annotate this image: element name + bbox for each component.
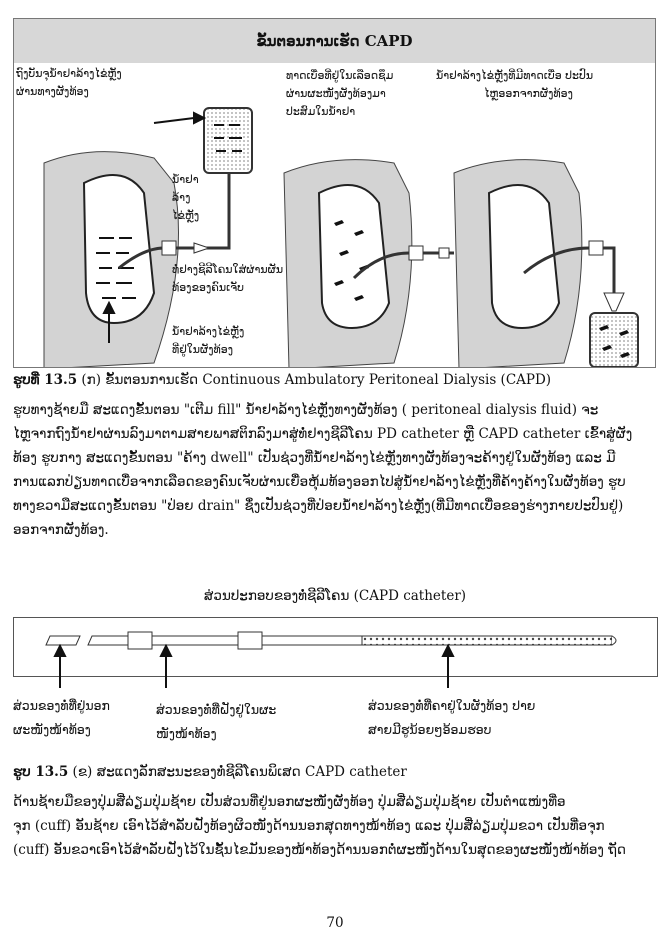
- paragraph-line: ຈຸກ (cuff) ອັນຊ້າຍ ເອົາໄວ້ສຳລັບຝັງທ້ອງຜິ…: [13, 818, 605, 834]
- figure2-arrows: [53, 643, 455, 688]
- abdomen-middle: [317, 184, 391, 330]
- catheter-external-tip: [45, 635, 81, 646]
- label-dialysis-fluid: ນ້ຳຢາ ລ້າງ ໄຂ່ຫຼັງ: [172, 171, 199, 225]
- figure-catheter-parts: [13, 617, 658, 677]
- connector-middle: [408, 245, 424, 261]
- tube-left: [219, 173, 231, 250]
- label-waste-diffusion: ທາດເບື່ອທີ່ຢູ່ໃນເລືອດຊຶມ ຜ່ານຜະໜັງຜັງທ້ອ…: [286, 67, 393, 121]
- connector-left: [161, 240, 177, 256]
- paragraph-line: ໄຫຼຈາກຖົງນ້ຳຢາຜ່ານລົງມາຕາມສາຍພາສຕິກລົງມາ…: [13, 426, 633, 442]
- caption-number: ຮູບທີ່ 13.5: [13, 372, 78, 388]
- paragraph-line: ທາງຂວາມືສະແດງຂັ້ນຕອນ "ປ່ອຍ drain" ຊຶ່ງເປ…: [13, 498, 624, 514]
- paragraph-catheter-description: ດ້ານຊ້າຍມືຂອງປຸ່ມສີ່ລ່ຽມປຸ່ມຊ້າຍ ເປັນສ່ວ…: [13, 790, 659, 862]
- caption-text: (ກ) ຂັ້ນຕອນການເຮັດ Continuous Ambulatory…: [81, 372, 552, 388]
- caption-text: (ຂ) ສະແດງລັກສະນະຂອງທໍ່ຊີລີໂຄນພິເສດ CAPD …: [72, 764, 407, 780]
- label-internal-part: ສ່ວນຂອງທໍ່ທີ່ຄາຢູ່ໃນຜັງທ້ອງ ປາຍ ສາຍມີຮູນ…: [368, 694, 535, 742]
- label-line: ຜ່ານຜະໜັງຜັງທ້ອງມາ: [286, 87, 386, 100]
- arrow-to-bag: [153, 117, 195, 124]
- label-line: ສ່ວນຂອງທໍ່ທີ່ຄາຢູ່ໃນຜັງທ້ອງ ປາຍ: [368, 698, 536, 713]
- page-number: 70: [326, 915, 344, 931]
- paragraph-line: (cuff) ອັນຂວາເອົາໄວ້ສຳລັບຝັງໄວ້ໃນຊັ້ນໄຂມ…: [13, 842, 626, 858]
- label-fluid-bag: ຖົງບັນຈຸນ້ຳຢາລ້າງໄຂ່ຫຼັງ ຜ່ານທາງຜັງທ້ອງ: [16, 65, 122, 101]
- abdomen-left: [82, 174, 156, 325]
- paragraph-line: ອອກຈາກຜັງທ້ອງ.: [13, 522, 109, 538]
- label-line: ໜັງໜ້າທ້ອງ: [156, 726, 217, 741]
- figure-caption-b: ຮູບ 13.5 (ຂ) ສະແດງລັກສະນະຂອງທໍ່ຊີລີໂຄນພິ…: [13, 764, 407, 780]
- paragraph-line: ຮູບທາງຊ້າຍມື ສະແດງຂັ້ນຕອນ "ເຕີມ fill" ນ້…: [13, 402, 599, 418]
- label-line: ໄຫຼອອກຈາກຜັງທ້ອງ: [484, 87, 573, 100]
- label-line: ຜະໜັງໜ້າທ້ອງ: [13, 722, 91, 737]
- paragraph-capd-description: ຮູບທາງຊ້າຍມື ສະແດງຂັ້ນຕອນ "ເຕີມ fill" ນ້…: [13, 398, 659, 542]
- label-line: ປະສົມໃນນ້ຳຢາ: [286, 105, 356, 118]
- label-line: ຖົງບັນຈຸນ້ຳຢາລ້າງໄຂ່ຫຼັງ: [16, 67, 122, 80]
- figure-illustration: ຖົງບັນຈຸນ້ຳຢາລ້າງໄຂ່ຫຼັງ ຜ່ານທາງຜັງທ້ອງ …: [14, 63, 655, 367]
- figure2-title: ສ່ວນປະກອບຂອງທໍ່ຊີລີໂຄນ (CAPD catheter): [203, 588, 467, 604]
- label-embedded-part: ສ່ວນຂອງທໍ່ທີ່ຝັງຢູ່ໃນຜະ ໜັງໜ້າທ້ອງ: [156, 698, 276, 746]
- figure-title: ຂັ້ນຕອນການເຮັດ CAPD: [14, 19, 655, 64]
- label-line: ສາຍມີຮູນ້ອຍໆອ້ອມຮອບ: [368, 722, 492, 737]
- abdomen-right: [487, 184, 561, 330]
- label-line: ຜ່ານທາງຜັງທ້ອງ: [16, 85, 89, 98]
- label-line: ນ້ຳຢາລ້າງໄຂ່ຫຼັງທີ່ມີທາດເບື່ອ ປະປົນ: [436, 69, 594, 82]
- label-line: ທີ່ຢູ່ໃນຜັງທ້ອງ: [172, 343, 234, 356]
- figure-capd-steps: ຂັ້ນຕອນການເຮັດ CAPD: [13, 18, 656, 368]
- label-silicone-tube: ທໍ່ຢາງຊີລີໂຄນໃສ່ຜ່ານຜັນ ທ້ອງຂອງຄົນເຈັບ: [172, 261, 283, 297]
- fluid-bag: [203, 107, 253, 174]
- label-line: ທາດເບື່ອທີ່ຢູ່ໃນເລືອດຊຶມ: [286, 69, 394, 82]
- label-drain-fluid: ນ້ຳຢາລ້າງໄຂ່ຫຼັງທີ່ມີທາດເບື່ອ ປະປົນ ໄຫຼອ…: [436, 67, 593, 103]
- figure-caption-a: ຮູບທີ່ 13.5 (ກ) ຂັ້ນຕອນການເຮັດ Continuou…: [13, 372, 551, 388]
- paragraph-line: ທ້ອງ ຮູບກາງ ສະແດງຂັ້ນຕອນ "ຄ້າງ dwell" ເປ…: [13, 450, 616, 466]
- paragraph-line: ດ້ານຊ້າຍມືຂອງປຸ່ມສີ່ລ່ຽມປຸ່ມຊ້າຍ ເປັນສ່ວ…: [13, 794, 566, 810]
- label-line: ໄຂ່ຫຼັງ: [172, 209, 200, 222]
- label-external-part: ສ່ວນຂອງທໍ່ທີ່ຢູ່ນອກ ຜະໜັງໜ້າທ້ອງ: [13, 694, 110, 742]
- label-line: ສ່ວນຂອງທໍ່ທີ່ຝັງຢູ່ໃນຜະ: [156, 702, 277, 717]
- drain-bag: [589, 312, 639, 367]
- label-line: ສ່ວນຂອງທໍ່ທີ່ຢູ່ນອກ: [13, 698, 110, 713]
- catheter-diagram: [45, 631, 617, 650]
- cuff-left: [127, 631, 153, 650]
- label-line: ທໍ່ຢາງຊີລີໂຄນໃສ່ຜ່ານຜັນ: [172, 263, 284, 276]
- label-fluid-in-abdomen: ນ້ຳຢາລ້າງໄຂ່ຫຼັງ ທີ່ຢູ່ໃນຜັງທ້ອງ: [172, 323, 244, 359]
- label-line: ທ້ອງຂອງຄົນເຈັບ: [172, 281, 244, 294]
- label-line: ລ້າງ: [172, 191, 191, 204]
- paragraph-line: ການແລກປ່ຽນທາດເບື່ອຈາກເລືອດຂອງຄົນເຈັບຜ່ານ…: [13, 474, 626, 490]
- capd-diagram: [43, 107, 639, 367]
- label-line: ນ້ຳຢາລ້າງໄຂ່ຫຼັງ: [172, 325, 245, 338]
- caption-number: ຮູບ 13.5: [13, 764, 69, 780]
- label-line: ນ້ຳຢາ: [172, 173, 199, 186]
- cuff-right: [237, 631, 263, 650]
